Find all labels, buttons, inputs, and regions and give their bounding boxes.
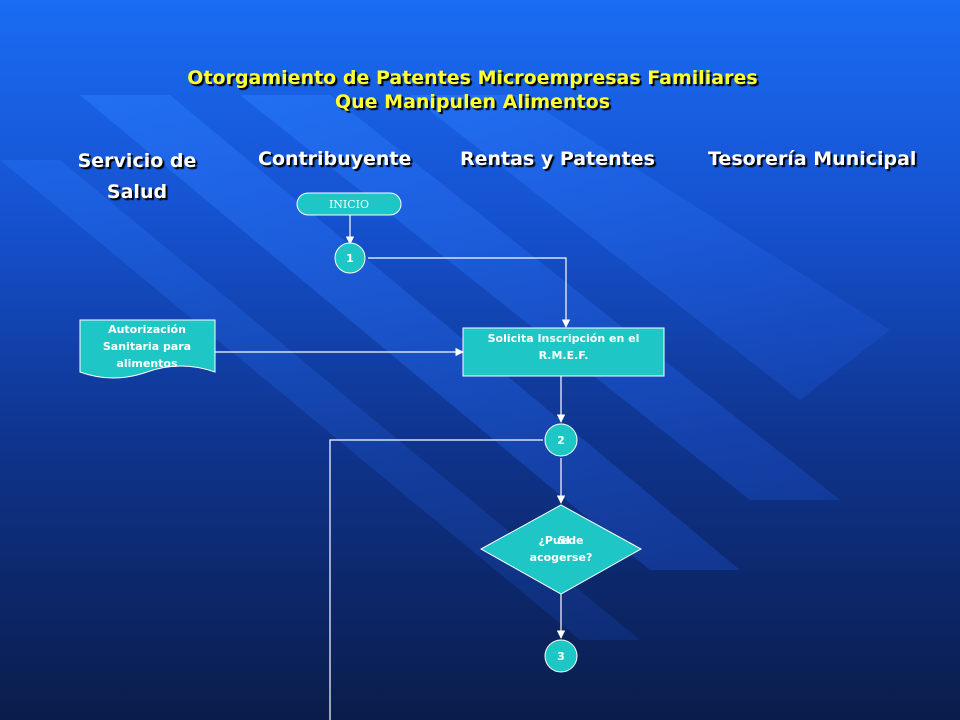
lane-header-tesoreria-municipal: Tesorería Municipal: [708, 148, 917, 170]
lane-header-contribuyente: Contribuyente: [258, 148, 412, 170]
connector-3-label: 3: [557, 650, 565, 663]
document-label: Autorización Sanitaria para alimentos: [102, 323, 192, 370]
connector-2: [544, 423, 578, 457]
background-band: [410, 95, 890, 400]
process-box: [462, 327, 665, 377]
diagram-title-line-1: Otorgamiento de Patentes Microempresas F…: [187, 67, 758, 89]
flow-line-1-to-process: [368, 257, 571, 328]
connector-2-label: 2: [557, 434, 565, 447]
lane-header-servicio-de-salud: Servicio de Salud: [77, 150, 197, 203]
start-terminator: [296, 192, 402, 216]
decision-yes-label: SI: [558, 534, 571, 547]
background-band: [80, 95, 740, 570]
start-label: INICIO: [328, 198, 370, 211]
connector-1: [334, 242, 366, 274]
connector-1-label: 1: [346, 252, 354, 265]
process-label: Solicita Inscripción en el R.M.E.F.: [487, 332, 640, 362]
diagram-title-line-2: Que Manipulen Alimentos: [335, 91, 610, 113]
document-shape: [79, 319, 216, 379]
decision-diamond: [479, 504, 643, 595]
connector-3: [544, 639, 578, 673]
background-band: [0, 160, 640, 640]
decision-label: ¿Puede acogerse?: [529, 534, 593, 564]
flow-line-2-return: [329, 439, 543, 720]
lane-header-rentas-y-patentes: Rentas y Patentes: [460, 148, 655, 170]
